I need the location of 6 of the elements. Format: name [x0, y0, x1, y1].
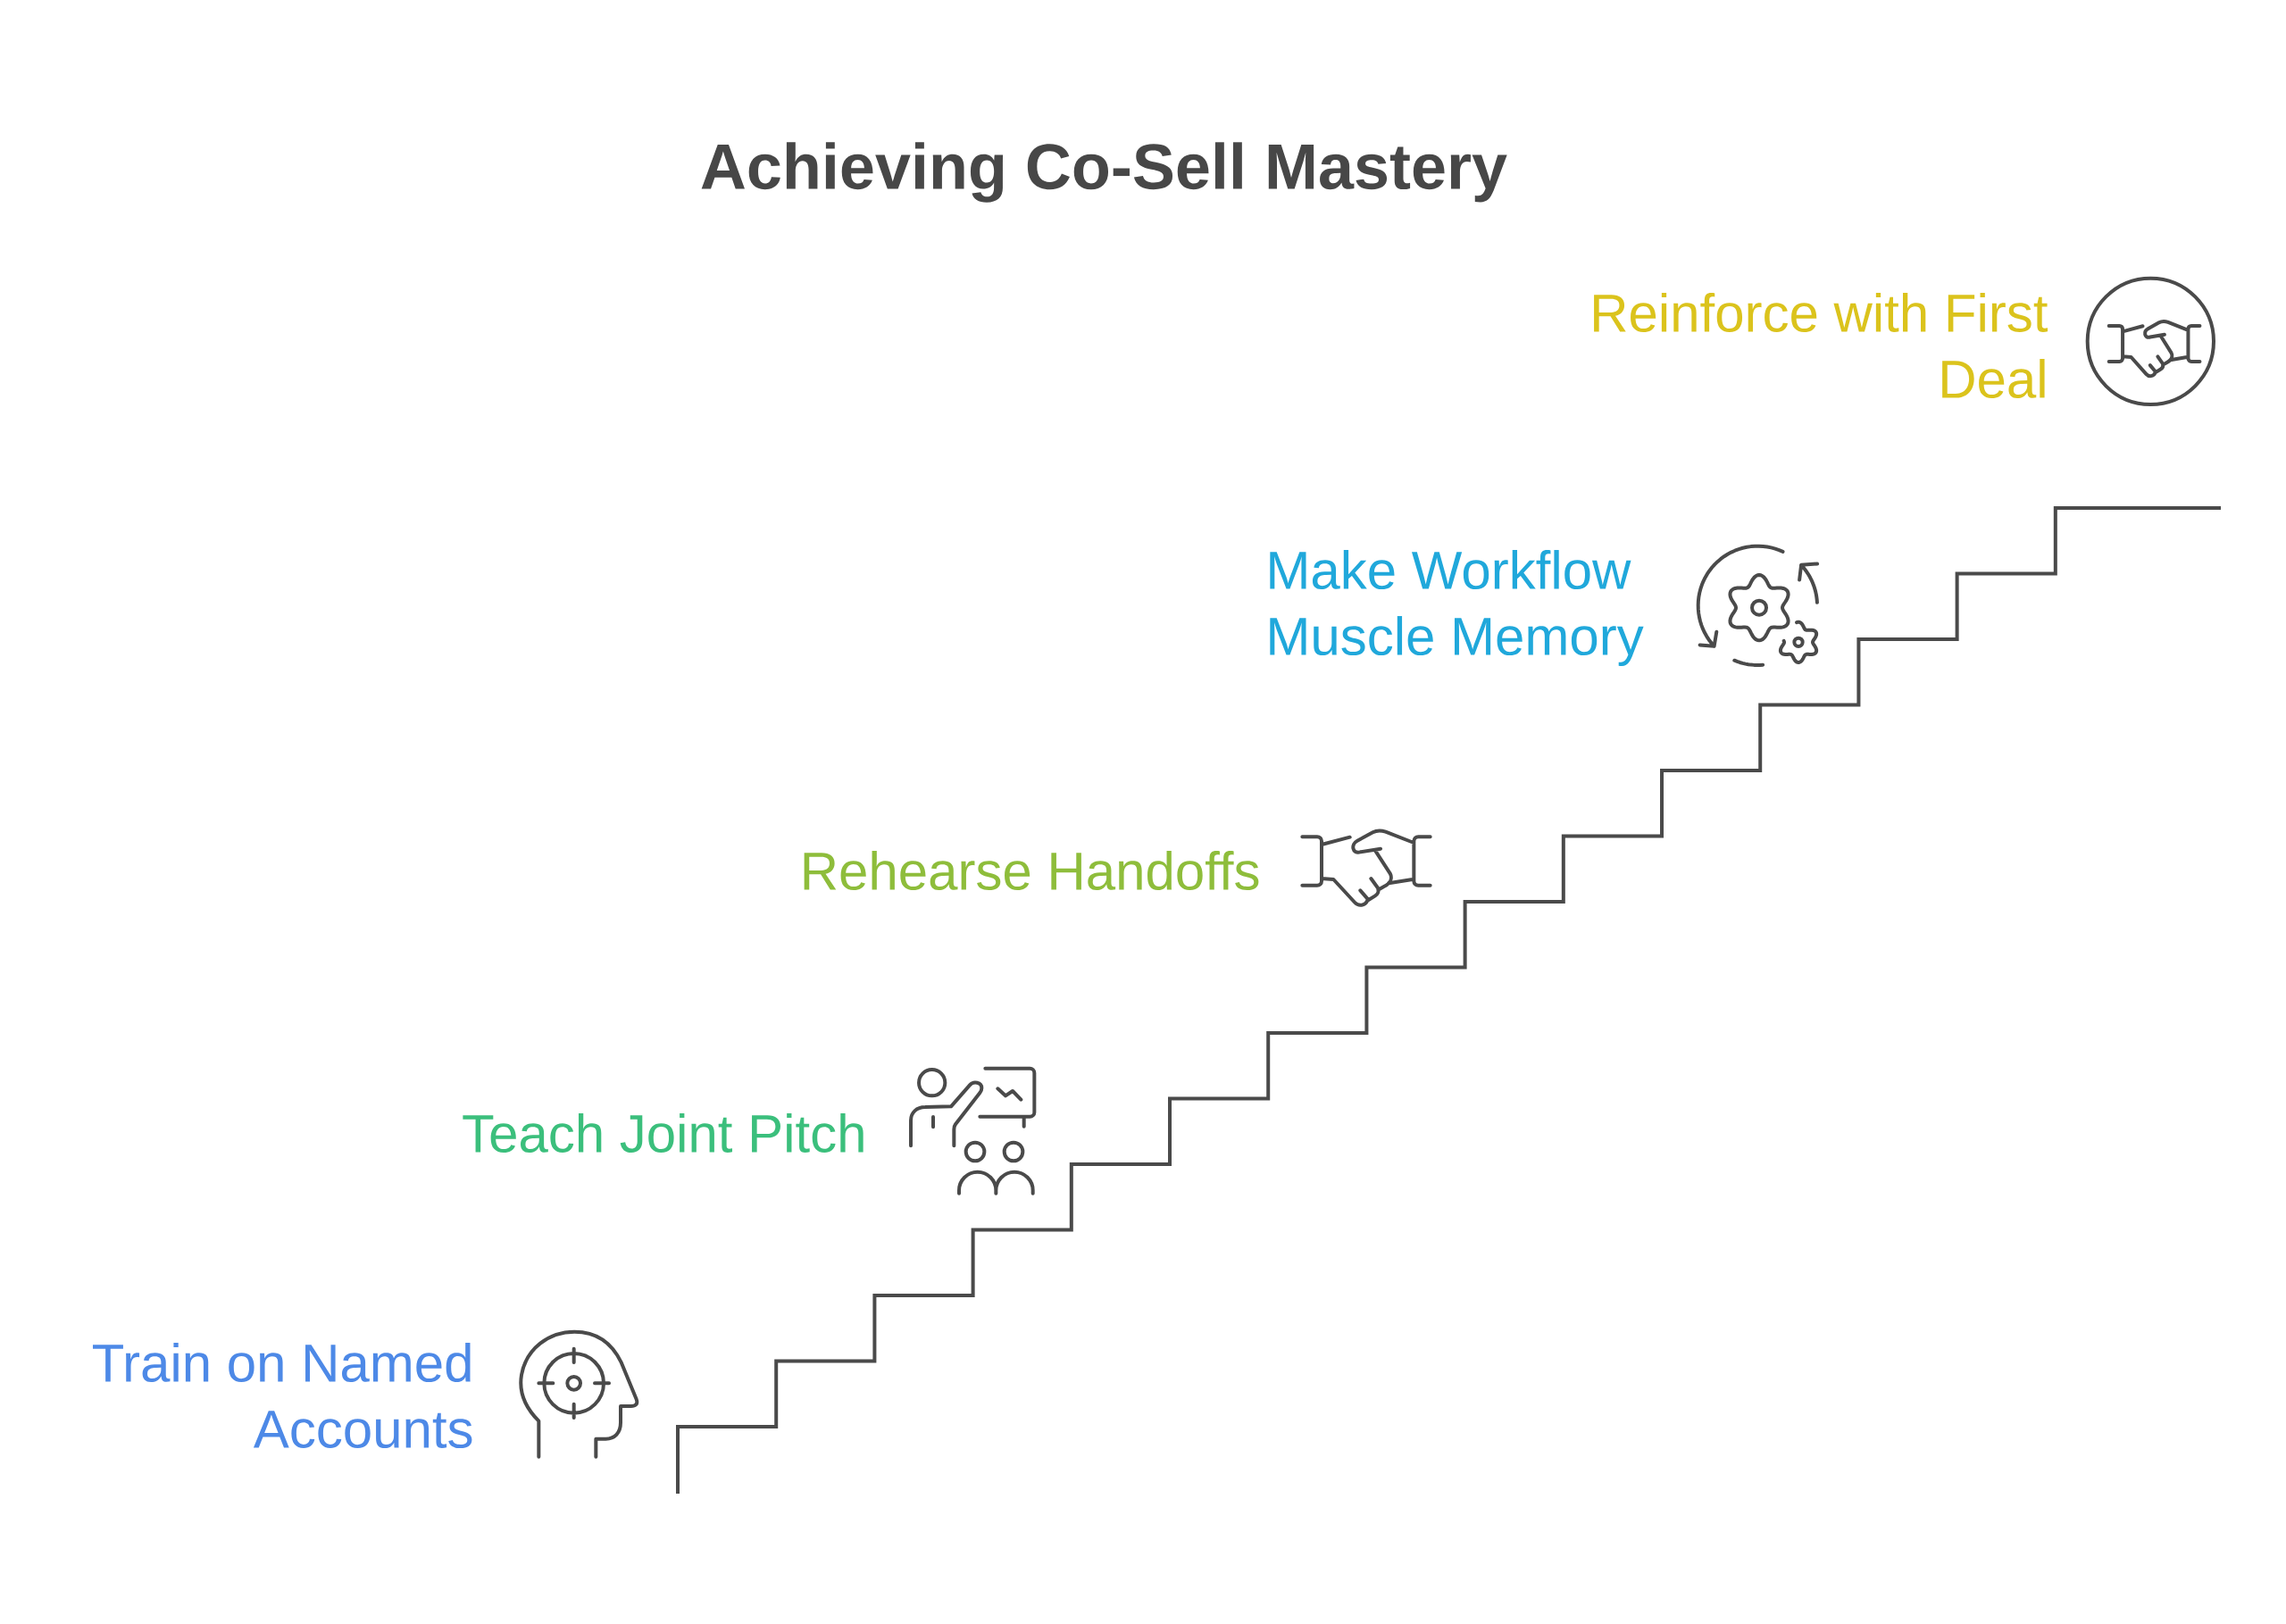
- step-label: Reinforce with First Deal: [1594, 292, 2048, 399]
- step-label: Train on Named Accounts: [93, 1343, 472, 1449]
- step-label: Teach Joint Pitch: [463, 1112, 864, 1153]
- step-label: Rehearse Handoffs: [804, 850, 1259, 891]
- step-label: Make Workflow Muscle Memory: [1270, 550, 1644, 666]
- title: Achieving Co-Sell Mastery: [701, 142, 1507, 203]
